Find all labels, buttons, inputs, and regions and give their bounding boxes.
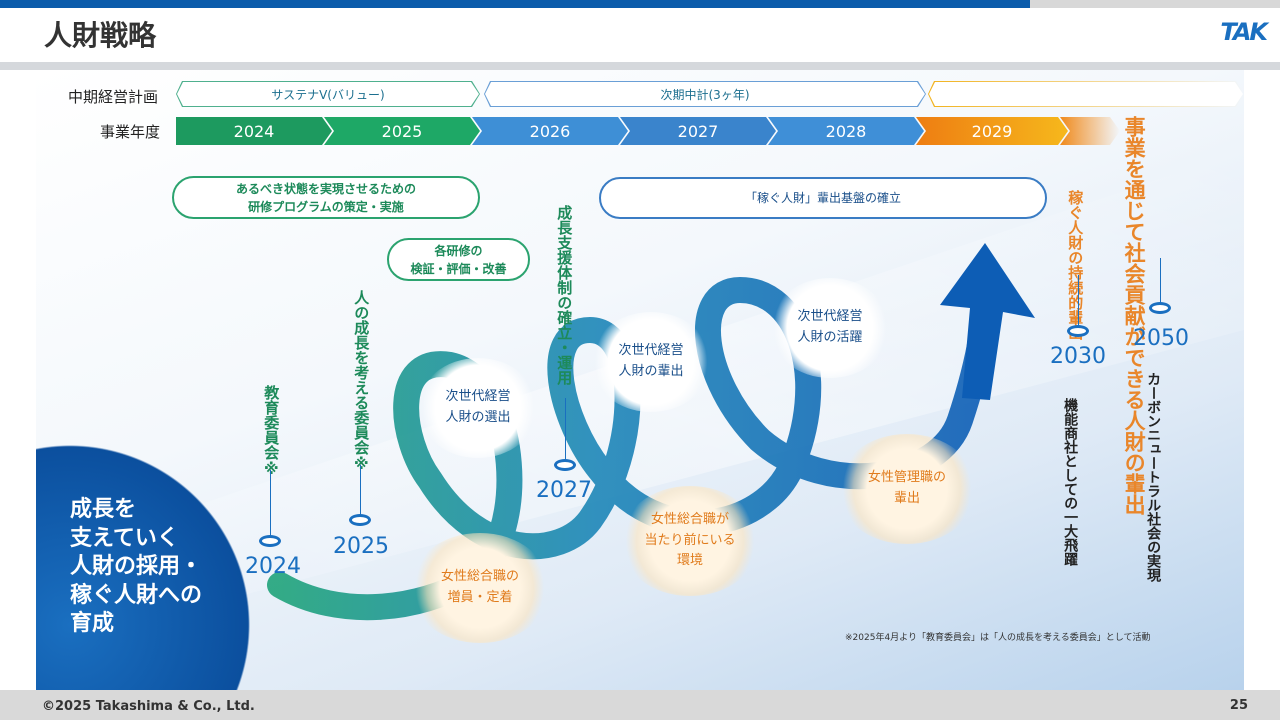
milestone-stem — [1078, 275, 1079, 327]
bubble-leader-produce: 次世代経営人財の輩出 — [591, 312, 711, 412]
top-accent-bar — [0, 0, 1030, 8]
year-2029: 2029 — [916, 117, 1068, 145]
foundation-box: 「稼ぐ人財」輩出基盤の確立 — [599, 177, 1047, 219]
hiring-circle — [36, 445, 250, 690]
year-future — [1060, 117, 1120, 145]
page-number: 25 — [1229, 698, 1248, 713]
plan-sustena: サステナV(バリュー) — [176, 81, 480, 107]
carbon-neutral-label: カーボンニュートラル社会の実現 — [1145, 372, 1162, 582]
footer-bar — [0, 690, 1280, 720]
page-title: 人財戦略 — [44, 19, 157, 52]
milestone-dot — [554, 459, 576, 471]
year-2025: 2025 — [324, 117, 480, 145]
milestone-2025: 2025 — [333, 534, 389, 559]
milestone-dot — [259, 535, 281, 547]
bubble-leader-selection: 次世代経営人財の選出 — [418, 358, 538, 458]
bubble-women-1: 女性総合職の増員・定着 — [410, 533, 550, 643]
year-2024: 2024 — [176, 117, 332, 145]
milestone-2027: 2027 — [536, 478, 592, 503]
milestone-dot — [349, 514, 371, 526]
leap-label: 機能商社としての一大飛躍 — [1062, 398, 1079, 566]
top-accent-bar-gray — [1030, 0, 1280, 8]
milestone-dot — [1067, 325, 1089, 337]
milestone-stem — [565, 398, 566, 460]
bubble-women-2: 女性総合職が当たり前にいる環境 — [620, 486, 760, 596]
year-row-label: 事業年度 — [100, 123, 161, 141]
milestone-2050: 2050 — [1133, 326, 1189, 351]
year-2028: 2028 — [768, 117, 924, 145]
committee-label-2: 人の成長を考える委員会※ — [352, 290, 371, 473]
committee-label-1: 教育委員会※ — [262, 385, 281, 478]
milestone-stem — [270, 470, 271, 536]
milestone-2030: 2030 — [1050, 344, 1106, 369]
footnote: ※2025年4月より「教育委員会」は「人の成長を考える委員会」として活動 — [845, 633, 1151, 643]
year-2026: 2026 — [472, 117, 628, 145]
training-review-box: 各研修の検証・評価・改善 — [387, 238, 530, 281]
support-system-label: 成長支援体制の確立・運用 — [555, 205, 574, 385]
milestone-stem — [360, 465, 361, 515]
milestone-stem — [1160, 258, 1161, 303]
plan-next: 次期中計(3ヶ年) — [484, 81, 926, 107]
plan-row-label: 中期経営計画 — [68, 88, 159, 106]
plan-future — [928, 81, 1244, 107]
year-2027: 2027 — [620, 117, 776, 145]
milestone-2024: 2024 — [245, 554, 301, 579]
up-arrow-icon — [940, 243, 1035, 400]
training-program-box: あるべき状態を実現させるための研修プログラムの策定・実施 — [172, 176, 480, 219]
milestone-dot — [1149, 302, 1171, 314]
bubble-leader-active: 次世代経営人財の活躍 — [770, 278, 890, 378]
copyright: ©2025 Takashima & Co., Ltd. — [42, 699, 255, 714]
sustain-label: 稼ぐ人財の持続的輩出 — [1066, 190, 1085, 340]
company-logo: TAK — [1220, 18, 1268, 46]
circle-text: 成長を支えていく人財の採用・稼ぐ人財への育成 — [70, 497, 203, 637]
header-divider — [0, 62, 1280, 70]
bubble-women-3: 女性管理職の輩出 — [837, 434, 977, 544]
goal-label: 事業を通じて社会貢献ができる人財の輩出 — [1122, 116, 1147, 515]
